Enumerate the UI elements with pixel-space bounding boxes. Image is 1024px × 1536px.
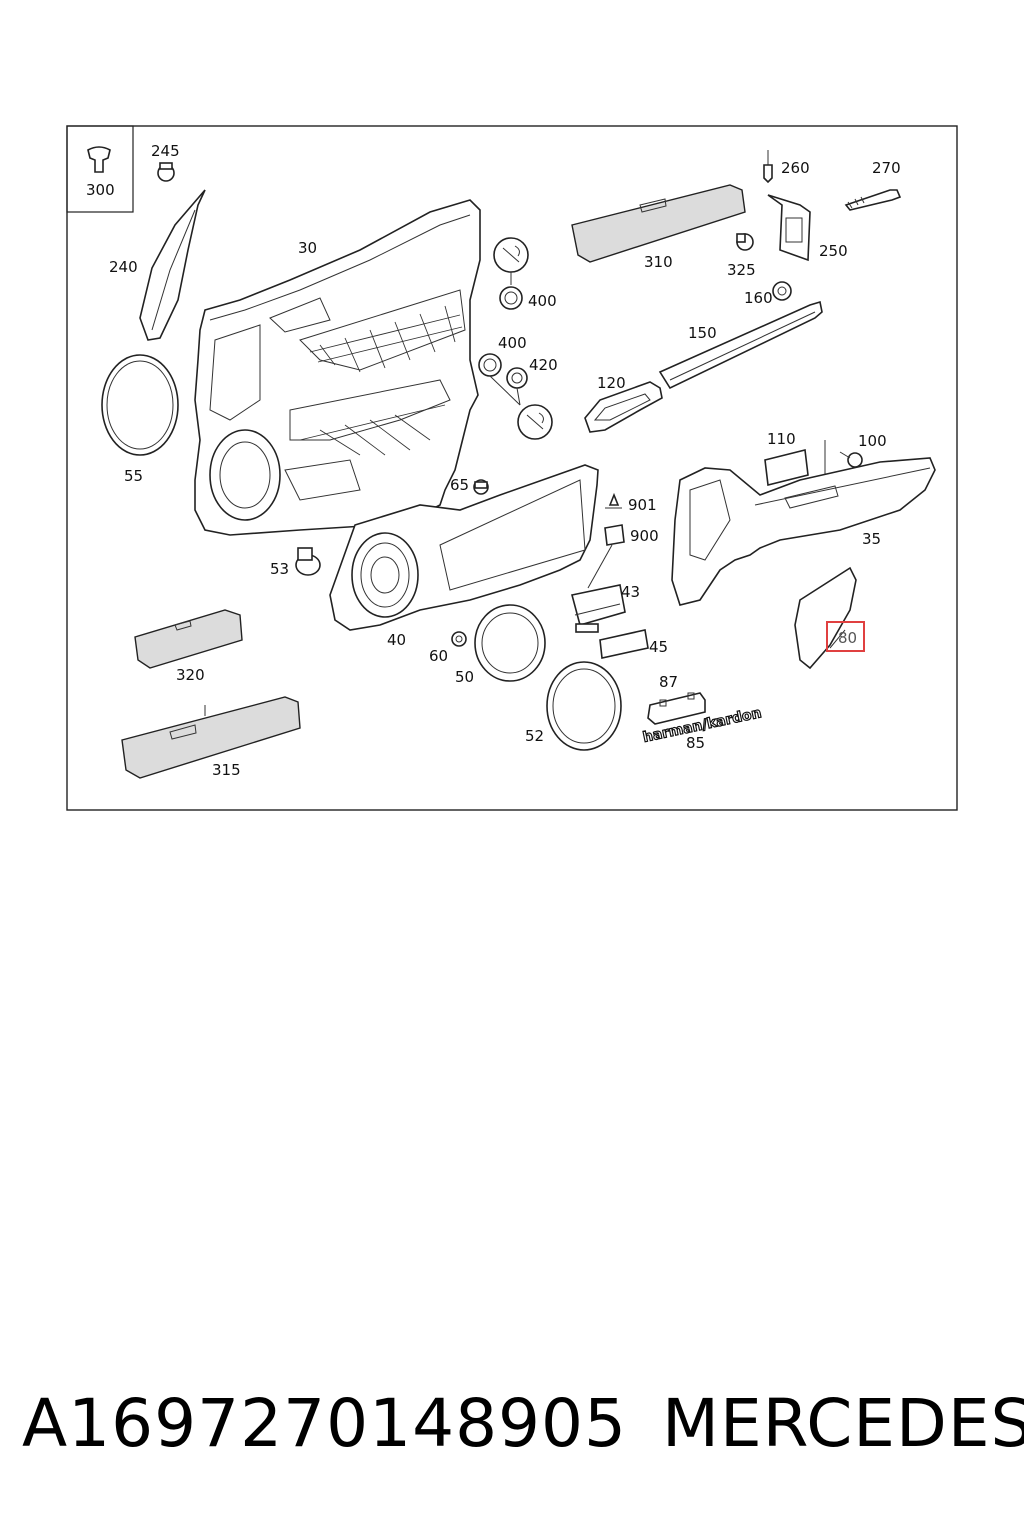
part-110-cover[interactable] — [764, 449, 809, 486]
label-400-lower: 400 — [498, 334, 527, 352]
label-60: 60 — [429, 647, 448, 665]
label-45: 45 — [649, 638, 668, 656]
label-270: 270 — [872, 159, 901, 177]
label-35: 35 — [862, 530, 881, 548]
part-310-speaker-grille[interactable] — [571, 184, 746, 263]
part-80-panel-insert[interactable] — [794, 566, 857, 670]
part-43-switch[interactable] — [571, 584, 626, 633]
label-50: 50 — [455, 668, 474, 686]
part-300-clip[interactable] — [87, 146, 111, 173]
part-120-door-handle[interactable] — [584, 381, 663, 433]
label-65: 65 — [450, 476, 469, 494]
label-420: 420 — [529, 356, 558, 374]
part-400-clip-lower[interactable] — [478, 353, 553, 440]
part-30-door-panel[interactable] — [194, 199, 481, 536]
label-150: 150 — [688, 324, 717, 342]
label-80: 80 — [838, 629, 857, 647]
part-325-screw[interactable] — [736, 233, 754, 251]
part-260-pin[interactable] — [763, 150, 773, 184]
label-245: 245 — [151, 142, 180, 160]
label-30: 30 — [298, 239, 317, 257]
part-150-trim-strip[interactable] — [658, 300, 823, 390]
label-901: 901 — [628, 496, 657, 514]
label-40: 40 — [387, 631, 406, 649]
label-53: 53 — [270, 560, 289, 578]
label-300: 300 — [86, 181, 115, 199]
part-400-clip-upper[interactable] — [493, 237, 529, 310]
label-110: 110 — [767, 430, 796, 448]
part-53-clip[interactable] — [295, 547, 321, 576]
label-85: 85 — [686, 734, 705, 752]
label-320: 320 — [176, 666, 205, 684]
label-43: 43 — [621, 583, 640, 601]
part-35-armrest-trim[interactable] — [671, 457, 936, 606]
label-400-upper: 400 — [528, 292, 557, 310]
part-315-speaker-grille[interactable] — [121, 696, 301, 779]
part-160-clip[interactable] — [772, 281, 792, 301]
label-250: 250 — [819, 242, 848, 260]
part-900-connector[interactable] — [587, 524, 625, 589]
part-270-rivet[interactable] — [844, 189, 902, 211]
part-65-screw[interactable] — [473, 479, 489, 495]
diagram-frame — [66, 125, 958, 811]
part-50-speaker-ring[interactable] — [474, 604, 546, 682]
part-901-pin[interactable] — [605, 492, 622, 509]
label-260: 260 — [781, 159, 810, 177]
part-number-text: A1697270148905 — [22, 1385, 628, 1462]
label-87: 87 — [659, 673, 678, 691]
label-52: 52 — [525, 727, 544, 745]
highlight-box-80 — [826, 621, 865, 652]
label-160: 160 — [744, 289, 773, 307]
part-250-bracket[interactable] — [767, 194, 811, 262]
label-325: 325 — [727, 261, 756, 279]
brand-name-text: MERCEDES — [662, 1385, 1024, 1462]
legend-box — [66, 125, 134, 213]
label-55: 55 — [124, 467, 143, 485]
part-87-bracket[interactable] — [647, 692, 706, 725]
part-240-trim-strip[interactable] — [139, 189, 206, 341]
label-310: 310 — [644, 253, 673, 271]
label-240: 240 — [109, 258, 138, 276]
label-315: 315 — [212, 761, 241, 779]
label-900: 900 — [630, 527, 659, 545]
part-45-cover[interactable] — [599, 629, 649, 659]
part-52-speaker-ring[interactable] — [546, 661, 622, 751]
part-60-clip[interactable] — [451, 631, 467, 647]
part-40-lower-door-panel[interactable] — [329, 464, 599, 631]
label-120: 120 — [597, 374, 626, 392]
part-245-screw[interactable] — [157, 162, 175, 182]
part-55-speaker-ring[interactable] — [101, 354, 179, 456]
label-100: 100 — [858, 432, 887, 450]
part-320-speaker-grille[interactable] — [134, 609, 243, 669]
